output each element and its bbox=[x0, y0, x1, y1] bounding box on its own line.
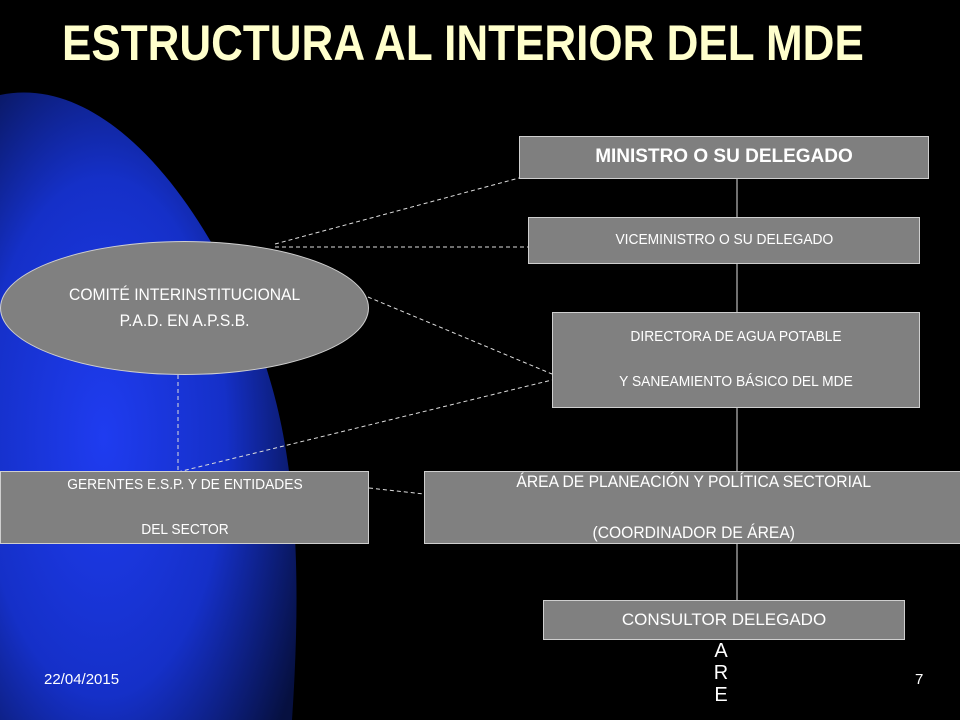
dashed-link-gerentes-area bbox=[368, 487, 425, 495]
node-ministro-label: MINISTRO O SU DELEGADO bbox=[595, 146, 853, 168]
node-area-line1: ÁREA DE PLANEACIÓN Y POLÍTICA SECTORIAL bbox=[516, 472, 872, 492]
node-consultor-label: CONSULTOR DELEGADO bbox=[621, 610, 827, 630]
dashed-link-directora bbox=[367, 296, 553, 375]
footer-date: 22/04/2015 bbox=[44, 671, 120, 688]
node-gerentes-line1: GERENTES E.S.P. Y DE ENTIDADES bbox=[66, 475, 303, 493]
node-directora: DIRECTORA DE AGUA POTABLE Y SANEAMIENTO … bbox=[552, 312, 920, 408]
node-comite: COMITÉ INTERINSTITUCIONAL P.A.D. EN A.P.… bbox=[0, 241, 369, 375]
vertical-text-fragment: ARE bbox=[713, 640, 729, 706]
node-area: ÁREA DE PLANEACIÓN Y POLÍTICA SECTORIAL … bbox=[424, 471, 960, 544]
node-gerentes: GERENTES E.S.P. Y DE ENTIDADES DEL SECTO… bbox=[0, 471, 369, 544]
node-gerentes-line2: DEL SECTOR bbox=[140, 520, 229, 538]
footer-page-number: 7 bbox=[915, 671, 924, 688]
node-viceministro-label: VICEMINISTRO O SU DELEGADO bbox=[615, 231, 833, 249]
dashed-link-gerentes-directora bbox=[177, 379, 553, 473]
slide-title: ESTRUCTURA AL INTERIOR DEL MDE bbox=[62, 15, 864, 71]
node-comite-line1: COMITÉ INTERINSTITUCIONAL bbox=[68, 284, 301, 304]
node-ministro: MINISTRO O SU DELEGADO bbox=[519, 136, 929, 179]
node-area-line2: (COORDINADOR DE ÁREA) bbox=[592, 523, 796, 543]
node-consultor: CONSULTOR DELEGADO bbox=[543, 600, 905, 640]
node-viceministro: VICEMINISTRO O SU DELEGADO bbox=[528, 217, 920, 264]
node-directora-line1: DIRECTORA DE AGUA POTABLE bbox=[630, 328, 842, 346]
node-comite-line2: P.A.D. EN A.P.S.B. bbox=[119, 311, 250, 330]
node-directora-line2: Y SANEAMIENTO BÁSICO DEL MDE bbox=[619, 373, 853, 391]
dashed-link-ministro bbox=[274, 177, 520, 245]
